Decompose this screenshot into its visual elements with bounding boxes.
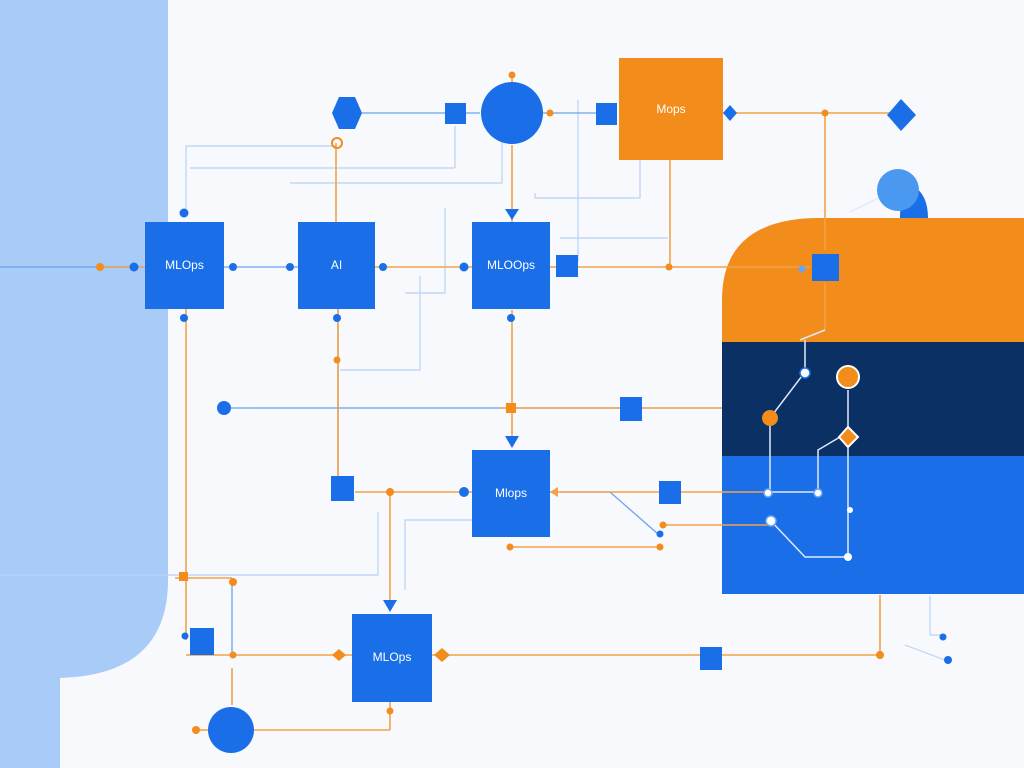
node-mloops-label: MLOOps: [487, 258, 535, 272]
square-node-icon[interactable]: [331, 476, 354, 501]
node-mlops-bottom-label: MLOps: [373, 650, 412, 664]
arrow-down-icon: [505, 436, 519, 448]
node-mlops-left[interactable]: MLOps: [145, 222, 224, 309]
node-mloops[interactable]: MLOOps: [472, 222, 550, 309]
diamond-icon[interactable]: [434, 648, 450, 662]
square-node-icon[interactable]: [812, 254, 839, 281]
circle-node-icon[interactable]: [481, 82, 543, 144]
left-panel: [0, 0, 168, 768]
droplet-icon: [877, 169, 928, 218]
hexagon-icon[interactable]: [332, 97, 362, 129]
square-node-icon[interactable]: [190, 628, 214, 655]
square-node-icon[interactable]: [556, 255, 578, 277]
arch-navy-band: [722, 342, 1024, 456]
arrow-down-icon: [383, 600, 397, 612]
diamond-icon[interactable]: [837, 425, 860, 449]
arch-structure: [722, 218, 1024, 594]
circle-node-icon[interactable]: [762, 410, 778, 426]
square-node-icon[interactable]: [659, 481, 681, 504]
circle-node-icon[interactable]: [208, 707, 254, 753]
diamond-icon[interactable]: [332, 649, 346, 661]
node-mops-top-label: Mops: [656, 102, 685, 116]
node-mops-top[interactable]: Mops: [619, 58, 723, 160]
square-node-icon[interactable]: [445, 103, 466, 124]
diamond-icon[interactable]: [887, 99, 916, 131]
square-node-icon[interactable]: [620, 397, 642, 421]
node-mlops-left-label: MLOps: [165, 258, 204, 272]
square-node-icon[interactable]: [596, 103, 617, 125]
node-mlops-bottom[interactable]: MLOps: [352, 614, 432, 702]
diamond-icon[interactable]: [723, 105, 737, 121]
orange-connectors: [100, 75, 900, 731]
node-mlops-middle[interactable]: Mlops: [472, 450, 550, 537]
node-ai[interactable]: AI: [298, 222, 375, 309]
node-ai-label: AI: [331, 258, 342, 272]
node-mlops-middle-label: Mlops: [495, 486, 527, 500]
connector-dots: [96, 71, 952, 734]
circle-node-icon[interactable]: [836, 365, 860, 389]
arch-orange-band: [722, 218, 1024, 342]
square-node-icon[interactable]: [700, 647, 722, 670]
arrow-down-icon: [505, 209, 519, 220]
